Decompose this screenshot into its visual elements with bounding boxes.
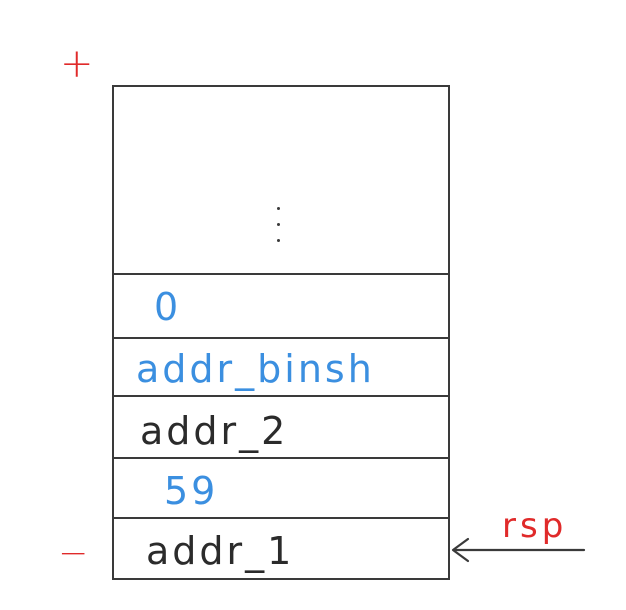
stack-cell: addr_1 bbox=[114, 519, 448, 578]
stack-cell-label: 59 bbox=[164, 469, 219, 513]
stack-top-region bbox=[114, 87, 448, 275]
stack-cell: 59 bbox=[114, 459, 448, 519]
stack-cell-label: addr_2 bbox=[140, 409, 289, 453]
stack-cell-label: addr_1 bbox=[146, 529, 295, 573]
ellipsis-icon bbox=[276, 205, 282, 245]
stack-cell: 0 bbox=[114, 275, 448, 339]
top-plus-marker: + bbox=[60, 41, 94, 87]
rsp-pointer-label: rsp bbox=[502, 506, 568, 546]
stack-diagram: 0 addr_binsh addr_2 59 addr_1 bbox=[112, 85, 450, 580]
left-arrow-icon bbox=[451, 537, 586, 563]
bottom-minus-marker: − bbox=[58, 533, 89, 574]
stack-cell-label: addr_binsh bbox=[136, 347, 375, 391]
stack-cell: addr_binsh bbox=[114, 339, 448, 397]
arrow-head bbox=[451, 537, 470, 563]
stack-cell-label: 0 bbox=[154, 285, 182, 329]
stack-cell: addr_2 bbox=[114, 397, 448, 459]
